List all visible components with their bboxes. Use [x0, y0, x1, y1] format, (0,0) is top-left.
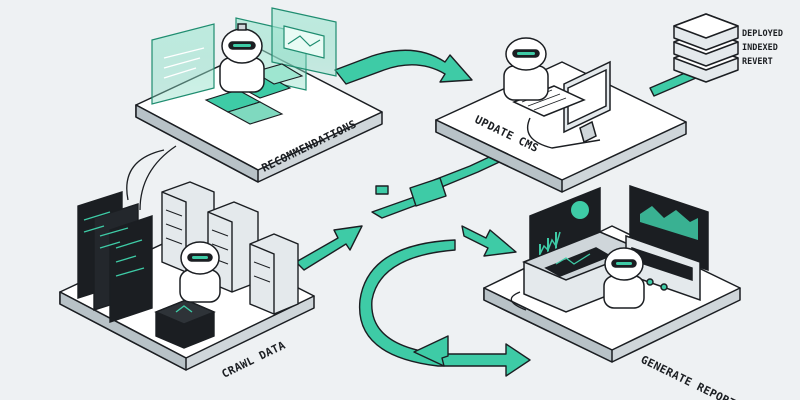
status-deployed: DEPLOYED — [742, 29, 783, 39]
status-indexed: INDEXED — [742, 43, 778, 53]
connector-center-link — [409, 177, 447, 207]
code-panels — [77, 191, 153, 323]
robot-generate-report — [603, 247, 645, 309]
platform-update-cms — [435, 61, 687, 193]
robot-crawl-data — [179, 241, 221, 303]
robot-update-cms — [503, 37, 549, 101]
server-racks — [161, 181, 299, 315]
status-revert: REVERT — [742, 57, 773, 67]
stage-label-generate-report: GENERATE REPORT — [639, 353, 738, 400]
arrow-loop-head-left — [413, 335, 449, 367]
flow-arrows — [295, 49, 711, 377]
arrow-report-loop — [358, 239, 531, 377]
status-stack-icon — [673, 13, 739, 83]
arrow-crawl-to-center — [295, 225, 363, 271]
arrow-center-to-report — [461, 225, 517, 257]
connector-dot — [375, 185, 389, 195]
robot-recommendations — [219, 23, 265, 93]
computer-monitor — [512, 60, 611, 149]
arrow-recommendations-to-cms — [334, 49, 473, 85]
